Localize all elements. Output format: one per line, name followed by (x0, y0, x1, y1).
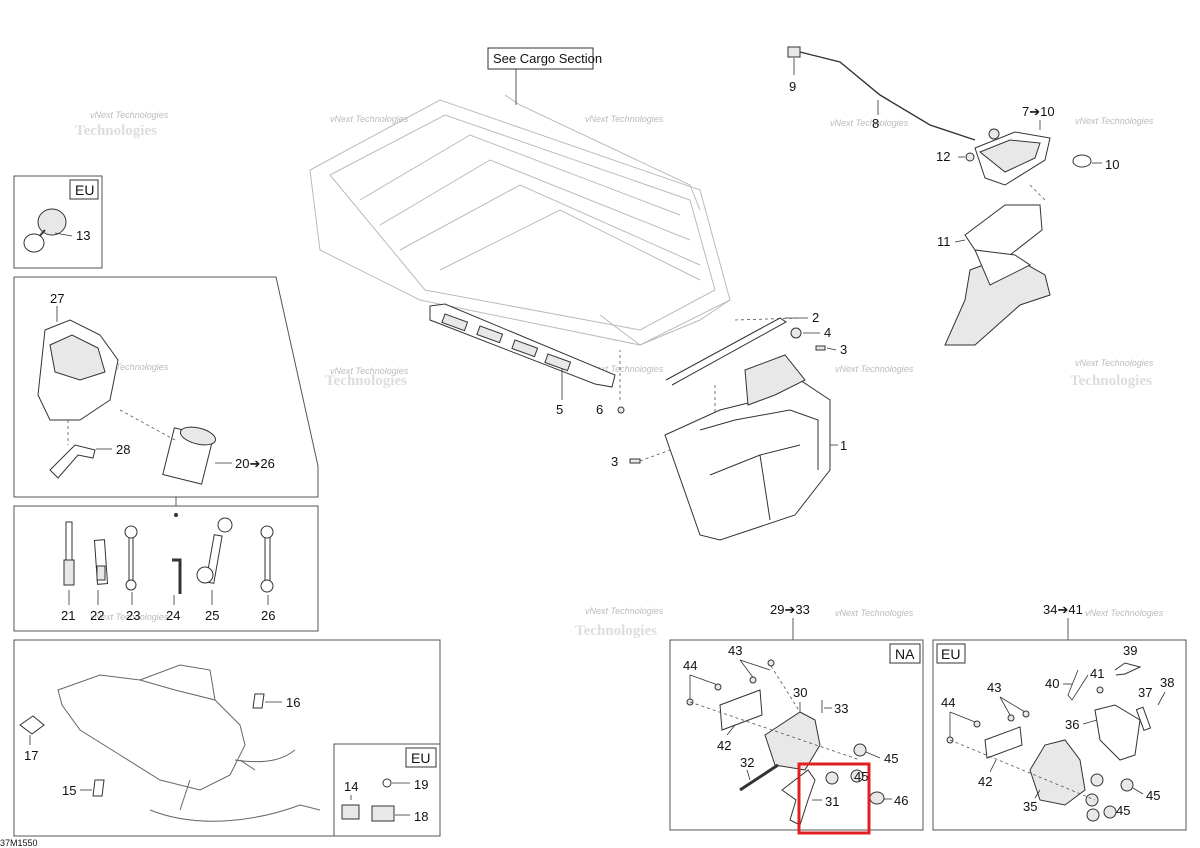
label-37: 37 (1138, 685, 1152, 700)
label-26: 26 (261, 608, 275, 623)
watermark: vNext Technologies (1085, 608, 1164, 618)
label-3: 3 (840, 342, 847, 357)
watermark: vNext Technologies (585, 114, 664, 124)
watermarks: vNext Technologies vNext Technologies vN… (75, 110, 1164, 639)
hitch-bracket-eu (984, 662, 1152, 806)
label-42: 42 (978, 774, 992, 789)
watermark: Technologies (575, 623, 657, 639)
snow-flap-part-1 (664, 354, 831, 541)
label-35: 35 (1023, 799, 1037, 814)
eu-hitch-box (932, 639, 1187, 831)
tool-pouch-part-20 (162, 426, 217, 485)
tool-bag-part-27 (37, 319, 119, 421)
label-18: 18 (414, 809, 428, 824)
eu-decal-box (333, 743, 441, 837)
watermark: vNext Technologies (330, 114, 409, 124)
label-3: 3 (611, 454, 618, 469)
label-25: 25 (205, 608, 219, 623)
label-7-to-10: 7➔10 (1022, 104, 1055, 119)
tool-items (63, 517, 274, 594)
label-32: 32 (740, 755, 754, 770)
tool-set-box (13, 505, 319, 632)
label-39: 39 (1123, 643, 1137, 658)
label-5: 5 (556, 402, 563, 417)
region-eu-tag: EU (941, 646, 960, 662)
label-30: 30 (793, 685, 807, 700)
side-bar-part-5 (429, 303, 616, 388)
label-38: 38 (1160, 675, 1174, 690)
figure-code: 37M1550 (0, 838, 38, 848)
watermark: vNext Technologies (835, 608, 914, 618)
label-14: 14 (344, 779, 358, 794)
label-41: 41 (1090, 666, 1104, 681)
label-43: 43 (728, 643, 742, 658)
tail-light-part-7 (974, 131, 1051, 186)
label-28: 28 (116, 442, 130, 457)
watermark: vNext Technologies (835, 364, 914, 374)
highlight-part-31 (797, 762, 871, 835)
label-23: 23 (126, 608, 140, 623)
label-44: 44 (683, 658, 697, 673)
label-16: 16 (286, 695, 300, 710)
label-42: 42 (717, 738, 731, 753)
label-40: 40 (1045, 676, 1059, 691)
label-9: 9 (789, 79, 796, 94)
label-34-to-41: 34➔41 (1043, 602, 1083, 617)
tool-kit-box (13, 276, 319, 498)
light-housing-part-11 (944, 204, 1051, 346)
label-45: 45 (884, 751, 898, 766)
label-13: 13 (76, 228, 90, 243)
na-hitch-box (669, 639, 924, 831)
label-20-to-26: 20➔26 (235, 456, 275, 471)
watermark: vNext Technologies (90, 612, 169, 622)
see-cargo-section-callout: See Cargo Section (493, 51, 602, 66)
label-43: 43 (987, 680, 1001, 695)
watermark: vNext Technologies (330, 366, 409, 376)
label-10: 10 (1105, 157, 1119, 172)
watermark: vNext Technologies (585, 606, 664, 616)
label-4: 4 (824, 325, 831, 340)
label-6: 6 (596, 402, 603, 417)
eu-reflector-box (13, 175, 103, 269)
watermark: Technologies (75, 123, 157, 139)
region-eu-tag: EU (75, 182, 94, 198)
label-31: 31 (825, 794, 839, 809)
cargo-rack-ghost (309, 94, 731, 346)
label-45: 45 (854, 769, 868, 784)
label-33: 33 (834, 701, 848, 716)
label-11: 11 (937, 234, 951, 249)
watermark: vNext Technologies (90, 362, 169, 372)
label-17: 17 (24, 748, 38, 763)
label-45: 45 (1116, 803, 1130, 818)
label-8: 8 (872, 116, 879, 131)
watermark: vNext Technologies (90, 110, 169, 120)
watermark: vNext Technologies (830, 118, 909, 128)
watermark: vNext Technologies (1075, 116, 1154, 126)
label-19: 19 (414, 777, 428, 792)
label-36: 36 (1065, 717, 1079, 732)
label-24: 24 (166, 608, 180, 623)
label-27: 27 (50, 291, 64, 306)
watermark: vNext Technologies (1075, 358, 1154, 368)
label-2: 2 (812, 310, 819, 325)
region-na-tag: NA (895, 646, 915, 662)
label-44: 44 (941, 695, 955, 710)
snowmobile-outline (57, 664, 321, 822)
label-21: 21 (61, 608, 75, 623)
watermark: Technologies (325, 373, 407, 389)
region-eu-tag: EU (411, 750, 430, 766)
label-46: 46 (894, 793, 908, 808)
label-12: 12 (936, 149, 950, 164)
label-15: 15 (62, 783, 76, 798)
decals-box (13, 639, 441, 837)
watermark: vNext Technologies (585, 364, 664, 374)
label-1: 1 (840, 438, 847, 453)
label-45: 45 (1146, 788, 1160, 803)
watermark: Technologies (1070, 373, 1152, 389)
label-29-to-33: 29➔33 (770, 602, 810, 617)
label-22: 22 (90, 608, 104, 623)
